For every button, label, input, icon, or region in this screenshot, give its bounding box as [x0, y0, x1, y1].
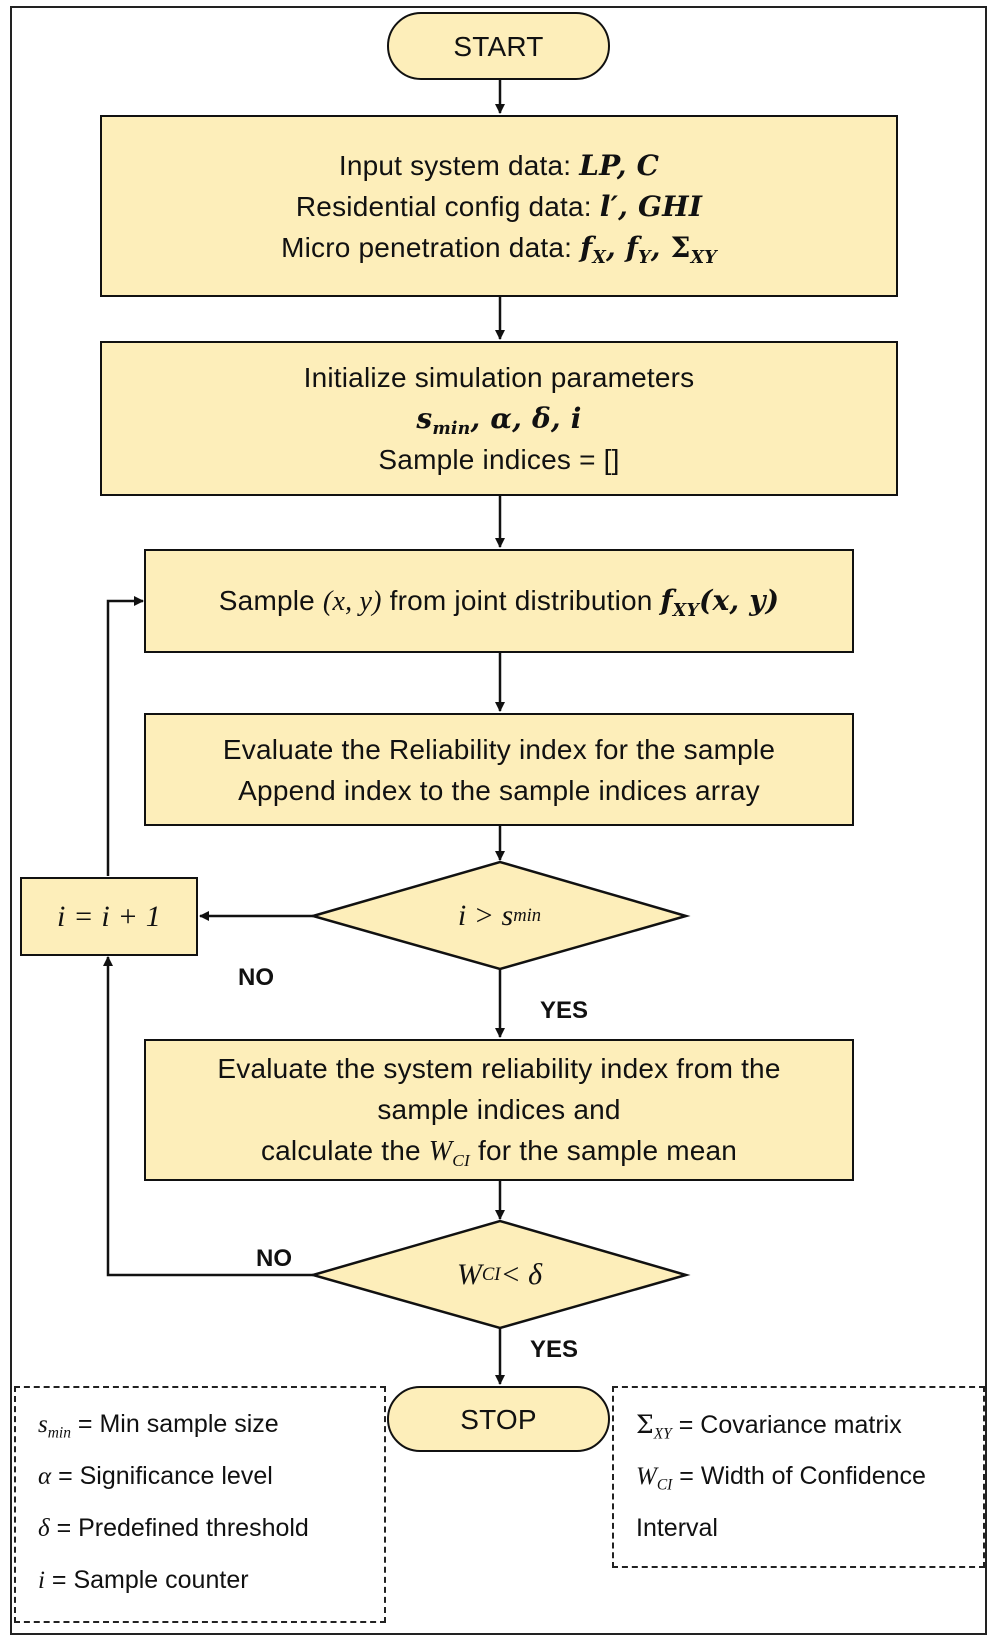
initialize-params: smin, α, δ, i	[416, 402, 582, 440]
yes-label-2: YES	[530, 1336, 579, 1363]
legend-smin: smin = Min sample size	[38, 1410, 279, 1442]
start-terminal: START	[387, 12, 610, 80]
initialize-parameters-box: Initialize simulation parameters smin, α…	[100, 341, 898, 496]
yes-label-1: YES	[540, 997, 589, 1024]
decision-diamond-i-smin	[308, 860, 691, 971]
sample-indices-init: Sample indices = []	[378, 444, 620, 475]
legend-delta: δ = Predefined threshold	[38, 1514, 309, 1542]
initialize-title: Initialize simulation parameters	[303, 362, 695, 393]
input-system-line: Input system data: LP, C	[338, 148, 660, 182]
arrow-decision2-no-to-increment	[103, 956, 313, 1277]
arrow-increment-to-sample	[106, 596, 144, 876]
system-eval-line-2: sample indices and	[377, 1094, 621, 1125]
start-label: START	[453, 30, 544, 62]
no-label-1: NO	[238, 964, 274, 991]
stop-terminal: STOP	[387, 1386, 610, 1452]
stop-label: STOP	[460, 1403, 537, 1435]
decision-diamond-wci-delta	[308, 1219, 691, 1330]
residential-config-line: Residential config data: l′, GHI	[295, 189, 703, 223]
legend-sigma: ΣXY = Covariance matrix	[636, 1410, 902, 1443]
system-reliability-box: Evaluate the system reliability index fr…	[144, 1039, 854, 1181]
legend-alpha: α = Significance level	[38, 1462, 273, 1490]
increment-expression: i = i + 1	[57, 900, 161, 933]
system-eval-line-3: calculate the WCI for the sample mean	[260, 1135, 738, 1171]
legend-wci-cont: Interval	[636, 1514, 718, 1542]
diagram-frame	[10, 6, 987, 1635]
legend-right: ΣXY = Covariance matrix WCI = Width of C…	[612, 1386, 985, 1568]
input-data-box: Input system data: LP, C Residential con…	[100, 115, 898, 297]
legend-left: smin = Min sample size α = Significance …	[14, 1386, 386, 1623]
system-eval-line-1: Evaluate the system reliability index fr…	[217, 1053, 781, 1084]
micro-penetration-line: Micro penetration data: fX, fY, ΣXY	[281, 230, 717, 268]
legend-wci: WCI = Width of Confidence	[636, 1462, 926, 1494]
evaluate-line-1: Evaluate the Reliability index for the s…	[222, 733, 776, 765]
evaluate-line-2: Append index to the sample indices array	[238, 774, 760, 806]
increment-counter-box: i = i + 1	[20, 877, 198, 956]
legend-i: i = Sample counter	[38, 1566, 249, 1594]
sample-joint-distribution-box: Sample (x, y) from joint distribution fX…	[144, 549, 854, 653]
no-label-2: NO	[256, 1245, 292, 1272]
evaluate-reliability-box: Evaluate the Reliability index for the s…	[144, 713, 854, 826]
